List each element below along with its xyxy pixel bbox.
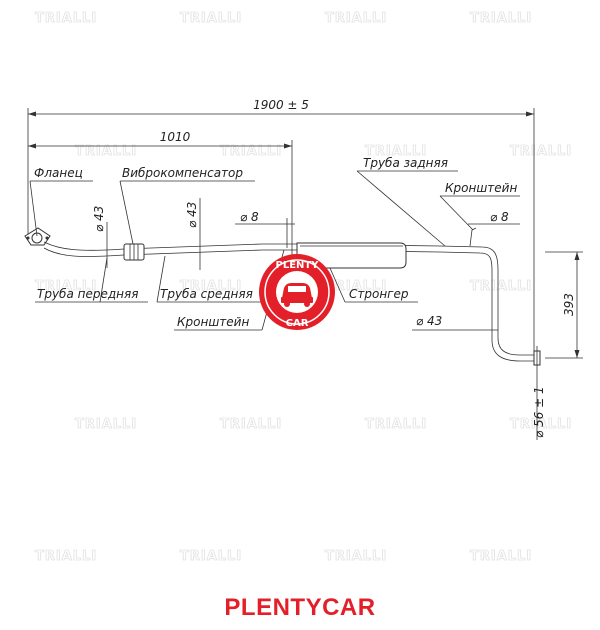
dimension-bracket-rear: ⌀ 8 <box>468 210 520 225</box>
watermark: TRIALLI <box>365 144 427 159</box>
label-front-pipe: Труба передняя <box>35 257 148 303</box>
vertical-offset-text: 393 <box>562 293 576 316</box>
dimension-front-pipe-diameter: ⌀ 43 <box>92 206 108 268</box>
watermark: TRIALLI <box>470 11 532 26</box>
dimension-outlet-diameter: ⌀ 56 ± 1 <box>532 346 546 440</box>
svg-text:Кронштейн: Кронштейн <box>177 315 249 329</box>
label-rear-pipe: Труба задняя <box>356 156 458 247</box>
watermark: TRIALLI <box>470 279 532 294</box>
svg-text:Труба передняя: Труба передняя <box>37 287 138 301</box>
watermark: TRIALLI <box>180 11 242 26</box>
rear-diameter-text: ⌀ 43 <box>416 314 442 328</box>
watermark: TRIALLI <box>75 144 137 159</box>
watermark: TRIALLI <box>325 11 387 26</box>
watermark: TRIALLI <box>510 417 572 432</box>
watermark: TRIALLI <box>180 549 242 564</box>
watermark: TRIALLI <box>75 417 137 432</box>
watermark: TRIALLI <box>220 417 282 432</box>
watermark-layer: TRIALLI TRIALLI TRIALLI TRIALLI TRIALLI TRIAL… <box>35 11 572 565</box>
svg-text:Фланец: Фланец <box>34 166 83 180</box>
watermark: TRIALLI <box>510 144 572 159</box>
flange <box>24 227 51 246</box>
svg-text:Труба задняя: Труба задняя <box>363 156 448 170</box>
watermark: TRIALLI <box>470 549 532 564</box>
watermark: TRIALLI <box>35 549 97 564</box>
bracket-mid-diameter-text: ⌀ 8 <box>240 210 259 224</box>
bracket-rear-diameter-text: ⌀ 8 <box>490 210 509 224</box>
watermark: TRIALLI <box>220 144 282 159</box>
badge-top-text: PLENTY <box>276 260 320 271</box>
rear-bracket <box>469 227 477 247</box>
label-flange: Фланец <box>29 166 93 237</box>
brand-footer: PLENTYCAR <box>224 594 376 621</box>
outlet-diameter-text: ⌀ 56 ± 1 <box>532 386 546 438</box>
label-bracket-rear: Кронштейн <box>439 181 520 231</box>
dimension-middle-pipe-diameter: ⌀ 43 <box>185 198 201 270</box>
watermark: TRIALLI <box>365 417 427 432</box>
watermark: TRIALLI <box>325 549 387 564</box>
svg-text:Кронштейн: Кронштейн <box>445 181 517 195</box>
label-middle-pipe: Труба средняя <box>156 255 262 303</box>
dimension-total-length: 1900 ± 5 <box>27 98 535 360</box>
dimension-bracket-mid: ⌀ 8 <box>235 210 295 248</box>
total-length-text: 1900 ± 5 <box>253 98 309 112</box>
dimension-vertical-offset: 393 <box>545 251 583 359</box>
watermark: TRIALLI <box>35 279 97 294</box>
svg-text:Труба средняя: Труба средняя <box>160 287 253 301</box>
watermark: TRIALLI <box>35 11 97 26</box>
dimension-rear-pipe-diameter: ⌀ 43 <box>412 314 498 331</box>
badge-bottom-text: CAR <box>286 318 309 329</box>
label-flex-joint: Виброкомпенсатор <box>119 166 255 245</box>
dimension-front-length: 1010 <box>28 130 293 260</box>
middle-diameter-text: ⌀ 43 <box>185 202 199 228</box>
front-length-text: 1010 <box>160 130 191 144</box>
watermark: TRIALLI <box>180 279 242 294</box>
front-diameter-text: ⌀ 43 <box>92 206 106 232</box>
label-stronger: Стронгер <box>329 267 418 303</box>
plentycar-badge: PLENTY CAR <box>259 254 335 330</box>
svg-text:Виброкомпенсатор: Виброкомпенсатор <box>122 166 243 180</box>
svg-text:Стронгер: Стронгер <box>349 287 409 301</box>
